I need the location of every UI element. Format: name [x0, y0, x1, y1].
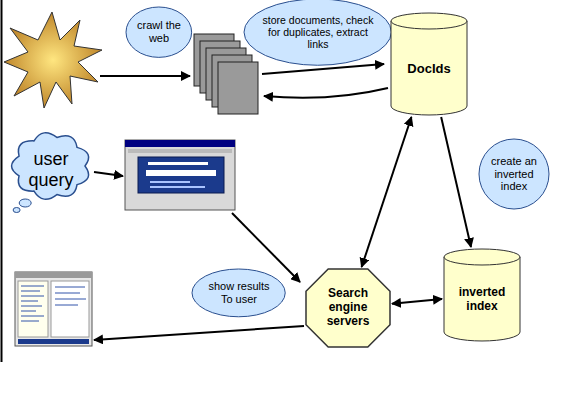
frame-line — [1, 0, 3, 362]
query-panel — [138, 157, 224, 193]
bubble-outline — [126, 7, 192, 57]
input-box — [146, 170, 216, 176]
bubble-outline — [244, 0, 391, 65]
cylinder-body — [444, 257, 520, 341]
node-label: user query — [26, 149, 76, 190]
node-text-group: show results To user — [204, 280, 274, 305]
cylinder-body — [391, 21, 467, 115]
task-bubble: create an inverted index — [478, 138, 550, 210]
title-bar — [125, 140, 235, 147]
connector-arrow — [392, 299, 442, 304]
document-stack — [194, 34, 258, 114]
node-label: DocIds — [407, 62, 450, 77]
flow-arrow — [264, 88, 388, 98]
node-text-group: create an inverted index — [488, 155, 540, 193]
node-label: Search engine servers — [323, 287, 373, 328]
cloud-outline — [12, 133, 89, 199]
node-text-group: store documents, check for duplicates, e… — [262, 14, 374, 50]
node-text-group: DocIds — [407, 62, 450, 77]
panel-line — [148, 162, 208, 165]
window — [15, 272, 92, 346]
panel-line — [150, 186, 205, 188]
node-label: crawl the web — [134, 19, 184, 44]
title-bar — [15, 272, 92, 278]
node-label: inverted index — [454, 286, 510, 314]
node-text-group: user query — [26, 149, 76, 190]
server-octagon: Search engine servers — [305, 268, 391, 348]
node-text-group: crawl the web — [134, 19, 184, 44]
web-starburst — [4, 12, 102, 108]
connector-arrow — [441, 117, 471, 247]
node-text-group: inverted index — [454, 286, 510, 314]
window — [125, 140, 235, 210]
right-pane — [51, 281, 89, 337]
node-label: show results To user — [204, 280, 274, 305]
cloud-tail — [19, 199, 31, 207]
results-screenshot — [15, 272, 92, 346]
query-cloud: user query — [8, 128, 94, 212]
result-lines — [21, 286, 86, 321]
status-bar — [18, 339, 89, 344]
bubble-outline — [192, 269, 285, 317]
task-bubble: show results To user — [191, 268, 286, 318]
connector-arrow — [362, 117, 412, 267]
task-bubble: store documents, check for duplicates, e… — [243, 0, 392, 66]
left-pane — [18, 281, 48, 337]
node-text-group: Search engine servers — [323, 287, 373, 328]
node-label: store documents, check for duplicates, e… — [262, 14, 374, 50]
octagon-outline — [306, 269, 390, 347]
bubble-outline — [479, 139, 549, 209]
node-label: create an inverted index — [488, 155, 540, 193]
cylinder-top — [391, 13, 467, 29]
task-bubble: crawl the web — [125, 6, 193, 58]
database-cylinder: inverted index — [443, 248, 521, 342]
cylinder-top — [444, 249, 520, 265]
page — [218, 62, 258, 114]
query-screenshot — [125, 140, 235, 210]
cloud-tail — [13, 208, 20, 213]
flow-arrow — [94, 172, 123, 176]
panel-line — [150, 181, 190, 183]
toolbar — [128, 149, 232, 153]
flow-arrow — [100, 75, 190, 77]
database-cylinder: DocIds — [390, 12, 468, 116]
flow-arrow — [94, 326, 304, 340]
